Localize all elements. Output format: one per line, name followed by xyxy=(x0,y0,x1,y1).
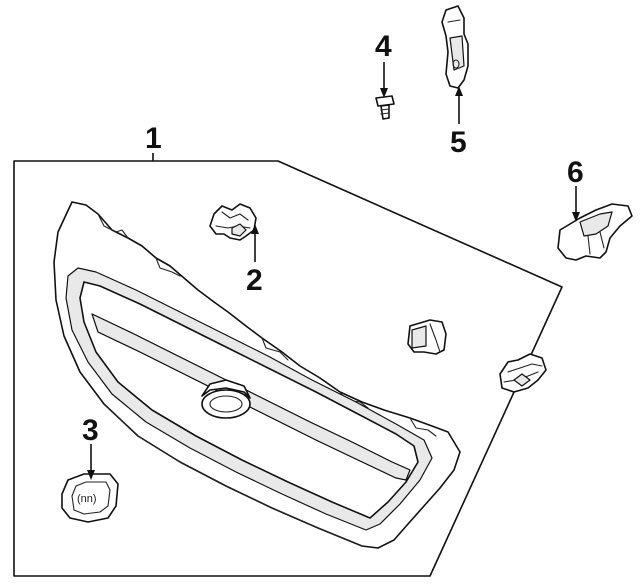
svg-text:(nn): (nn) xyxy=(77,493,97,505)
retainer-clip-right xyxy=(499,353,547,393)
side-bracket xyxy=(557,203,633,261)
callout-4: 4 xyxy=(375,30,392,63)
leader-lines xyxy=(87,62,580,480)
callout-3: 3 xyxy=(82,414,99,447)
screw xyxy=(375,95,395,120)
callout-1: 1 xyxy=(145,122,162,155)
callout-6: 6 xyxy=(567,156,584,189)
mounting-bracket-center xyxy=(407,319,447,355)
callout-labels: 1 2 3 4 5 6 xyxy=(82,30,584,447)
retainer-clip-upper xyxy=(209,203,257,241)
upper-bracket xyxy=(441,5,469,89)
assembly-boundary xyxy=(13,160,563,577)
emblem: (nn) xyxy=(61,473,119,523)
callout-2: 2 xyxy=(246,264,263,297)
grille xyxy=(53,201,461,549)
callout-5: 5 xyxy=(450,126,467,159)
